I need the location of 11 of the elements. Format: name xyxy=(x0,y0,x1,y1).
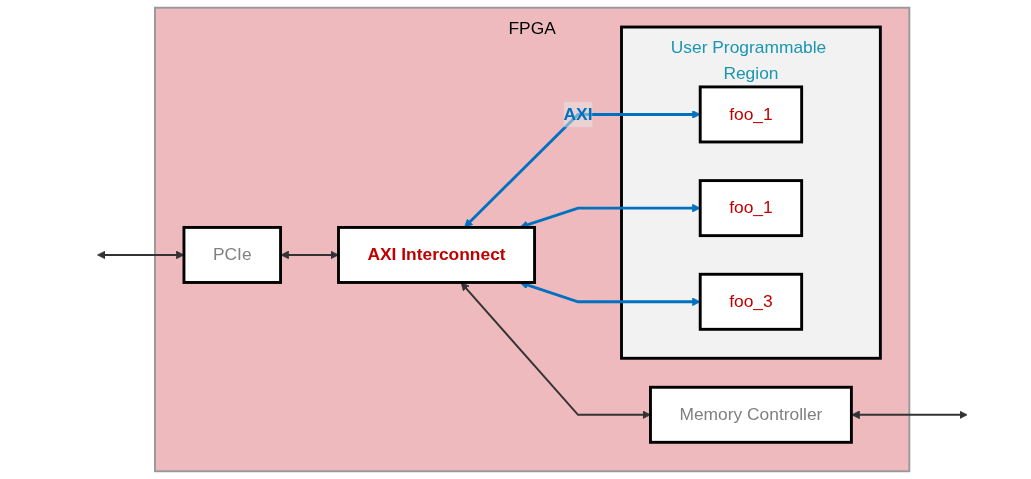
node-box: foo_1 xyxy=(698,85,804,144)
edge-label: AXI xyxy=(563,104,593,124)
node-box: PCIe xyxy=(182,226,282,284)
arrow xyxy=(280,250,339,260)
arrow xyxy=(460,282,651,420)
arrow xyxy=(851,410,968,420)
arrow xyxy=(464,110,701,228)
node-box: AXI Interconnect xyxy=(337,226,537,284)
node-box: Memory Controller xyxy=(649,385,853,444)
node-box: foo_3 xyxy=(698,272,804,331)
node-box: foo_1 xyxy=(698,179,804,238)
